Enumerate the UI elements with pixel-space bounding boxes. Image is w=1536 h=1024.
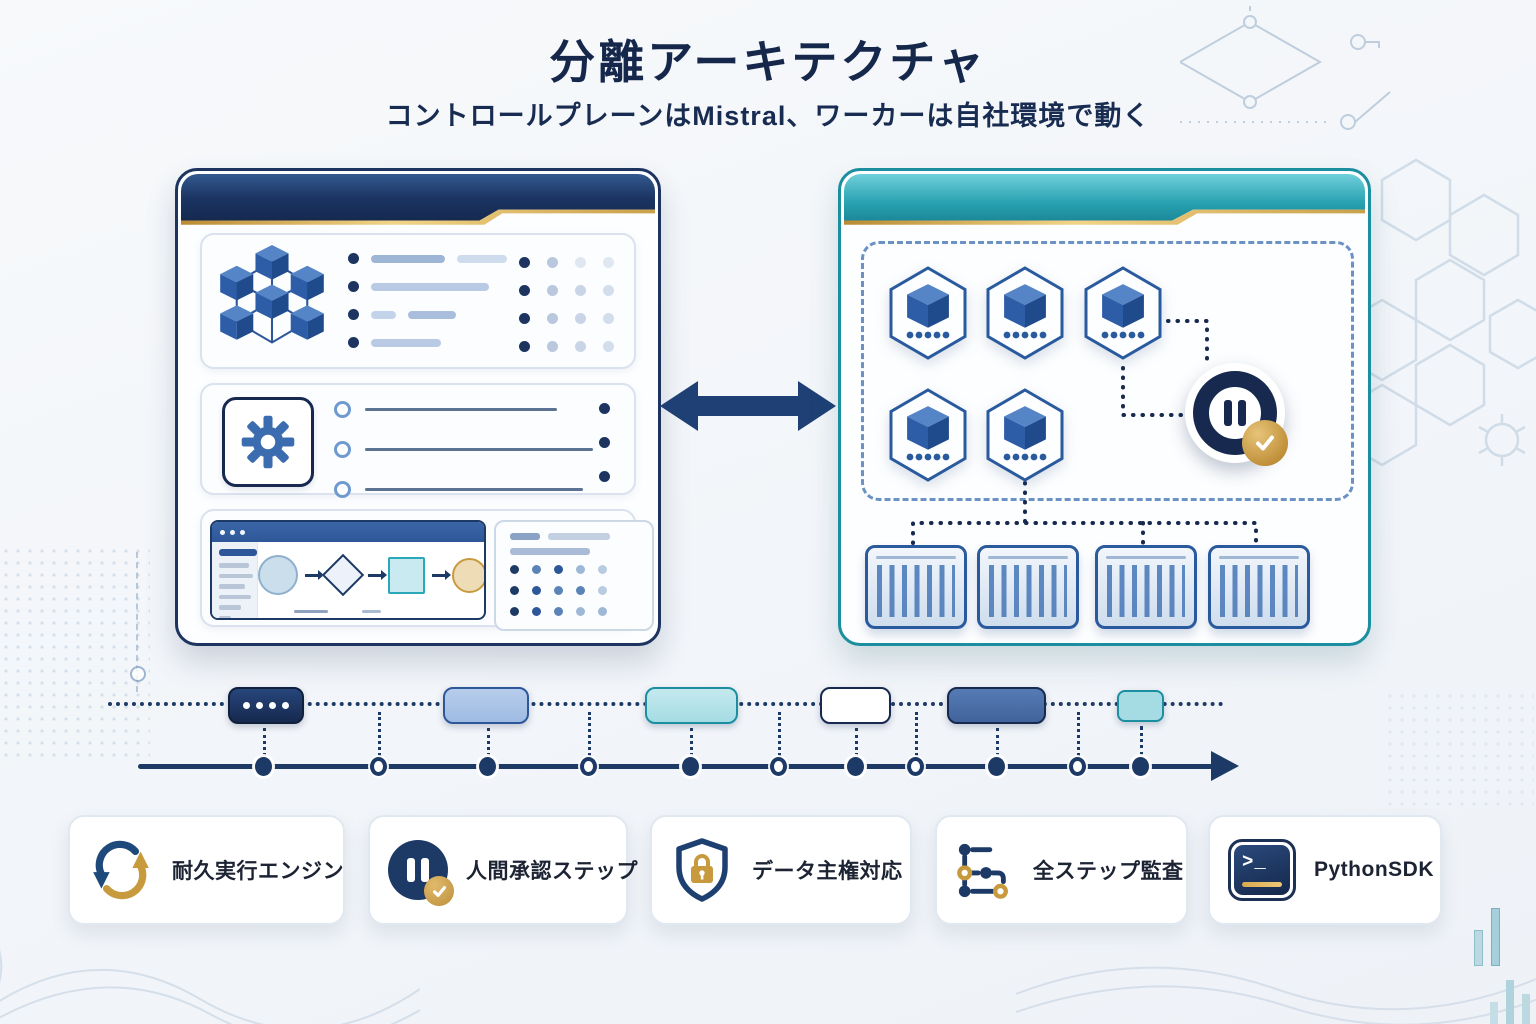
- task-list: [348, 253, 507, 348]
- log-dot-grid: [510, 565, 652, 616]
- feature-card-python-sdk: >_ PythonSDK: [1208, 815, 1442, 925]
- settings-list: [334, 401, 593, 498]
- dashboard-card-workflow: [200, 509, 654, 631]
- dotted-connectors: [911, 319, 1258, 545]
- workflow-diagram: [258, 542, 484, 618]
- timeline-connector: [855, 728, 858, 756]
- feature-label: データ主権対応: [752, 860, 903, 883]
- timeline-arrowhead-icon: [1211, 751, 1239, 781]
- worker-panel-header: [844, 174, 1365, 228]
- feature-label: PythonSDK: [1314, 858, 1434, 881]
- worker-hexagon: [889, 266, 967, 360]
- browser-titlebar: [212, 522, 484, 542]
- worker-hexagon: [1084, 266, 1162, 360]
- feature-card-durable-engine: 耐久実行エンジン: [68, 815, 345, 925]
- timeline-node-filled: [988, 757, 1005, 776]
- feature-label: 人間承認ステップ: [466, 860, 638, 883]
- workflow-decision-node: [321, 553, 365, 597]
- timeline-node-hollow: [907, 757, 924, 776]
- feature-label: 全ステップ監査: [1033, 860, 1184, 883]
- bar-chart-decoration: [1490, 980, 1530, 1024]
- container-icon: [1095, 545, 1197, 629]
- timeline-node-hollow: [1069, 757, 1086, 776]
- audit-steps-icon: [955, 839, 1015, 901]
- timeline-axis: [138, 764, 1213, 769]
- workflow-end-node: [452, 557, 484, 593]
- worker-hexagon: [986, 266, 1064, 360]
- shield-lock-icon: [670, 836, 734, 904]
- control-plane-header: [181, 174, 655, 228]
- timeline-node-filled: [847, 757, 864, 776]
- workflow-browser-window: [210, 520, 486, 620]
- timeline-connector: [263, 728, 266, 756]
- timeline-connector: [690, 728, 693, 756]
- control-plane-panel: [175, 168, 661, 646]
- timeline-pill-periwinkle: [443, 687, 529, 724]
- timeline-connector: [1140, 726, 1143, 756]
- log-card: [494, 520, 654, 631]
- timeline-connector: [778, 712, 781, 756]
- browser-sidebar: [212, 542, 258, 618]
- feature-card-human-approval: 人間承認ステップ: [368, 815, 638, 925]
- dashboard-card-network: [200, 233, 636, 369]
- timeline-connector: [1077, 712, 1080, 756]
- pause-check-icon: [388, 840, 454, 906]
- timeline-node-hollow: [370, 757, 387, 776]
- dashboard-card-settings: [200, 383, 636, 498]
- page-title: 分離アーキテクチャ: [549, 36, 987, 88]
- timeline-pill-blue: [947, 687, 1046, 724]
- gear-icon: [241, 415, 295, 469]
- worker-environment-panel: [838, 168, 1371, 646]
- container-icon: [977, 545, 1079, 629]
- arrow-icon: [432, 570, 451, 580]
- terminal-icon: >_: [1228, 839, 1296, 901]
- dot-pattern-decoration: [1384, 690, 1534, 810]
- timeline-connector: [487, 728, 490, 756]
- arrow-icon: [305, 570, 324, 580]
- feature-label: 耐久実行エンジン: [172, 860, 344, 883]
- timeline-connector: [915, 712, 918, 756]
- feature-card-audit: 全ステップ監査: [935, 815, 1188, 925]
- worker-hexagon: [889, 388, 967, 482]
- arrow-icon: [368, 570, 387, 580]
- timeline-pill-teal: [645, 687, 738, 724]
- cube-network-icon: [220, 245, 324, 344]
- timeline-connector: [996, 728, 999, 756]
- timeline-pill-white: [820, 687, 891, 724]
- worker-cluster-zone: [861, 241, 1354, 501]
- timeline-connector: [378, 712, 381, 756]
- bar-chart-decoration: [1474, 908, 1500, 966]
- page-subtitle: コントロールプレーンはMistral、ワーカーは自社環境で動く: [385, 101, 1151, 131]
- worker-hexagon: [986, 388, 1064, 482]
- timeline-connector: [588, 712, 591, 756]
- approval-pause-badge: [1185, 363, 1288, 466]
- timeline-node-filled: [1132, 757, 1149, 776]
- bidirectional-arrow-icon: [660, 381, 836, 431]
- status-dot-grid: [519, 257, 614, 352]
- check-badge-icon: [1242, 420, 1288, 466]
- circle-decoration: [130, 666, 146, 682]
- container-icon: [865, 545, 967, 629]
- timeline-node-filled: [479, 757, 496, 776]
- workflow-start-node: [258, 555, 298, 595]
- timeline-pill-navy: [228, 687, 304, 724]
- gear-frame: [222, 397, 314, 487]
- timeline-node-filled: [682, 757, 699, 776]
- dot-pattern-decoration: [0, 545, 150, 765]
- cycle-arrows-icon: [88, 837, 154, 903]
- timeline-node-hollow: [580, 757, 597, 776]
- workflow-task-node: [388, 556, 425, 594]
- container-icon: [1208, 545, 1310, 629]
- timeline-node-hollow: [770, 757, 787, 776]
- feature-card-data-sovereignty: データ主権対応: [650, 815, 912, 925]
- timeline-pill-small-teal: [1117, 690, 1164, 722]
- timeline-node-filled: [255, 757, 272, 776]
- status-dots: [599, 403, 610, 482]
- dashed-line-decoration: [136, 552, 138, 692]
